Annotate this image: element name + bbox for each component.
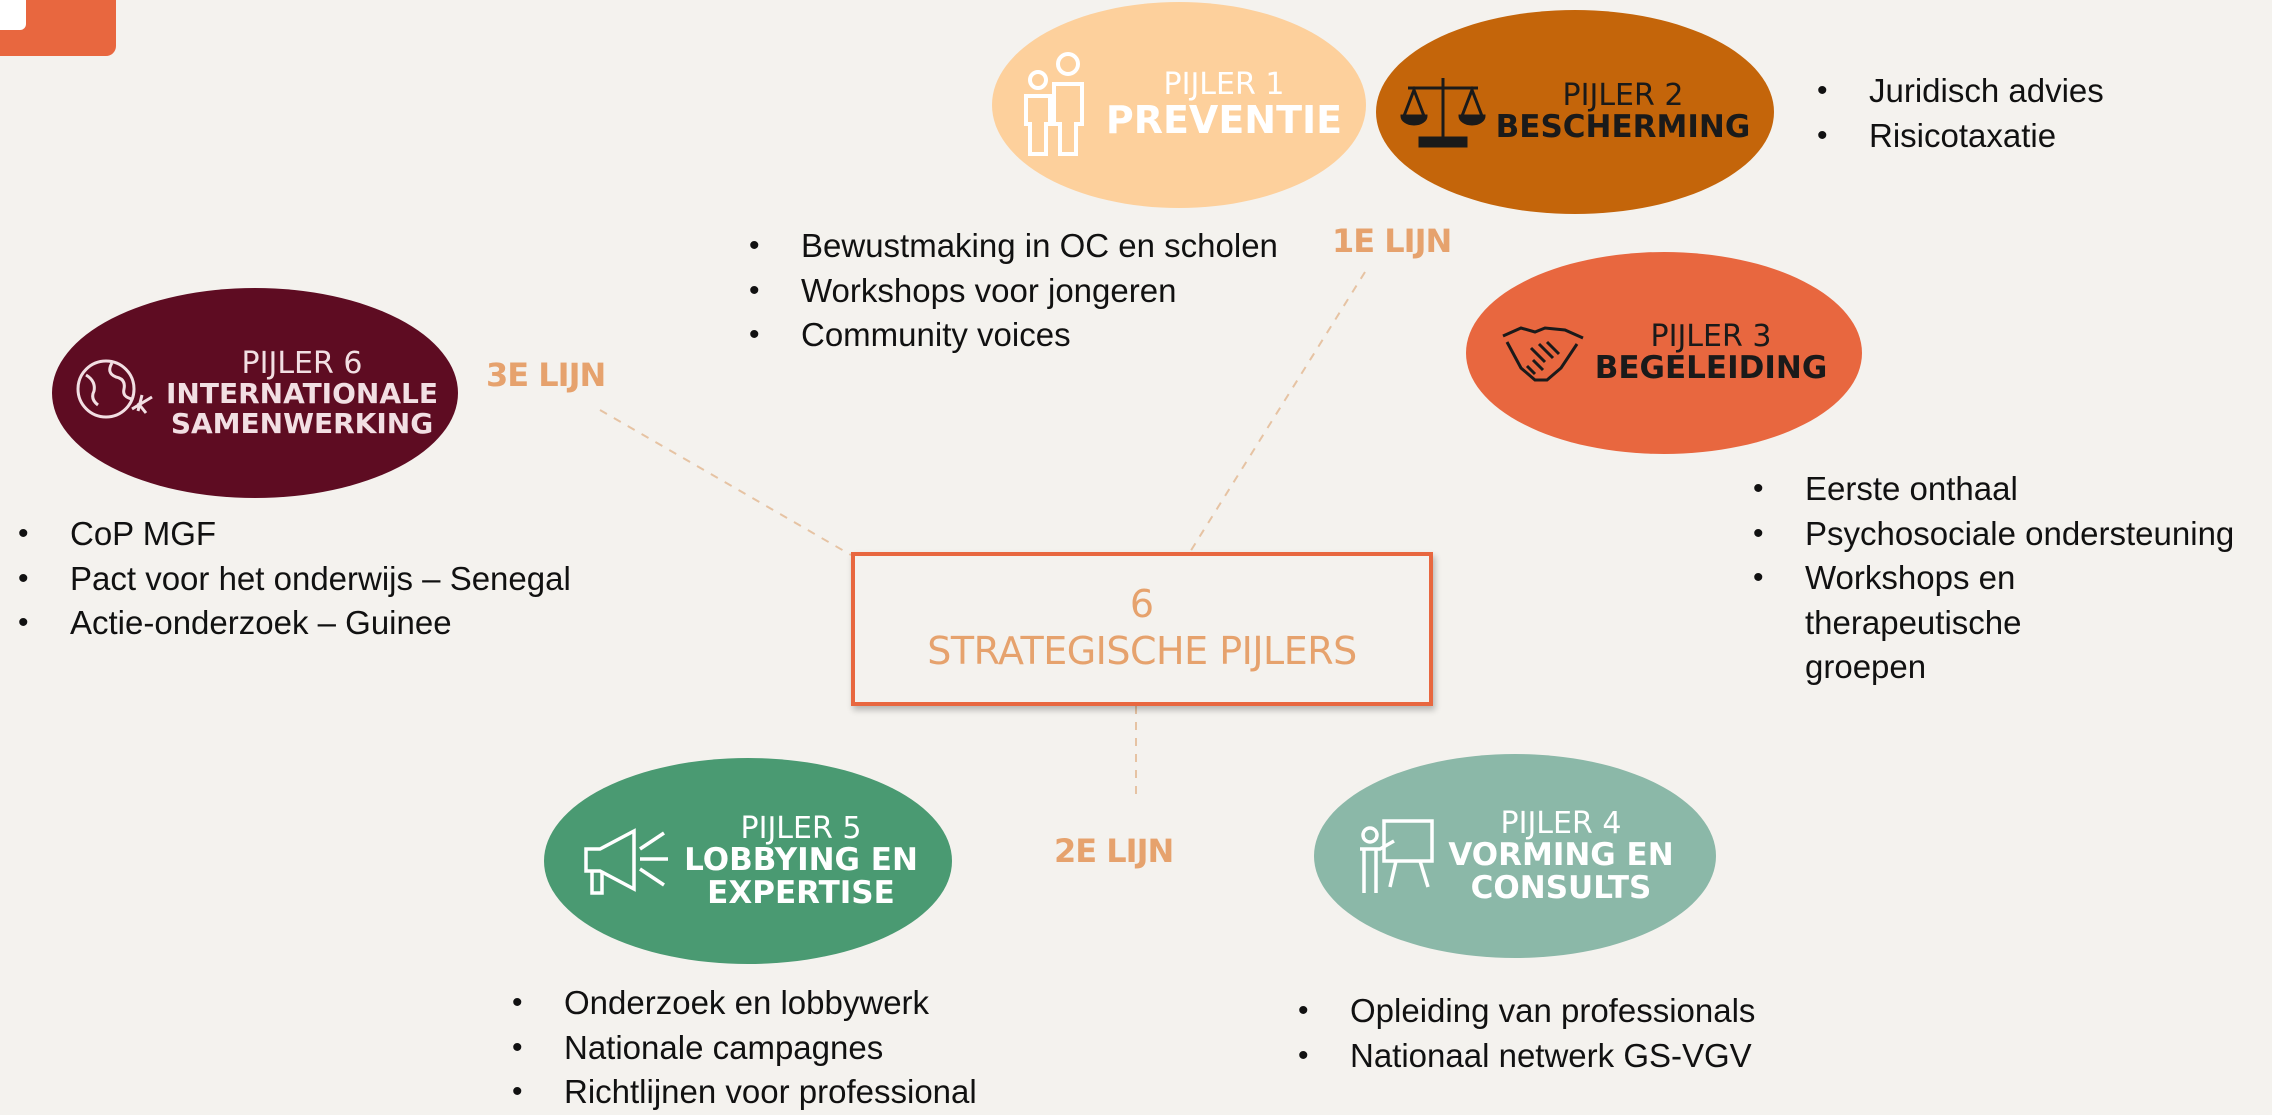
- list-item: Richtlijnen voor professional: [508, 1070, 977, 1115]
- pillar-5-items: Onderzoek en lobbywerk Nationale campagn…: [508, 981, 977, 1115]
- pillar-5-lobbying-en-expertise: PIJLER 5 LOBBYING EN EXPERTISE: [544, 758, 952, 964]
- pillar-4-items: Opleiding van professionals Nationaal ne…: [1294, 989, 1755, 1078]
- pillar-6-internationale-samenwerking: PIJLER 6 INTERNATIONALE SAMENWERKING: [52, 288, 458, 498]
- list-item: Risicotaxatie: [1813, 114, 2104, 159]
- center-title: STRATEGISCHE PIJLERS: [927, 629, 1357, 674]
- pillar-2-items: Juridisch advies Risicotaxatie: [1813, 69, 2104, 158]
- list-item: Actie-onderzoek – Guinee: [14, 601, 571, 646]
- presenter-icon: [1356, 815, 1438, 897]
- list-item: Psychosociale ondersteuning: [1749, 512, 2269, 557]
- list-item: Juridisch advies: [1813, 69, 2104, 114]
- line-label-1e-lijn: 1E LIJN: [1332, 222, 1452, 260]
- people-icon: [1016, 50, 1096, 160]
- list-item: Opleiding van professionals: [1294, 989, 1755, 1034]
- pillar-1-name: PREVENTIE: [1105, 97, 1343, 142]
- list-item: Bewustmaking in OC en scholen: [745, 224, 1278, 269]
- pillar-5-name-line2: EXPERTISE: [707, 874, 895, 911]
- pillar-6-name-line2: SAMENWERKING: [170, 406, 434, 440]
- connector-1e-lijn: [1189, 271, 1366, 553]
- line-label-2e-lijn: 2E LIJN: [1054, 832, 1174, 870]
- pillar-6-number: PIJLER 6: [241, 345, 363, 381]
- connector-3e-lijn: [599, 409, 852, 556]
- center-number: 6: [1129, 581, 1155, 626]
- list-item: Nationaal netwerk GS-VGV: [1294, 1034, 1755, 1079]
- pillar-5-number: PIJLER 5: [740, 810, 862, 846]
- pillar-1-number: PIJLER 1: [1163, 67, 1285, 103]
- pillar-2-number: PIJLER 2: [1562, 77, 1684, 113]
- pillar-6-name-line1: INTERNATIONALE: [166, 377, 438, 411]
- pillar-4-name-line1: VORMING EN: [1448, 837, 1674, 874]
- pillar-1-preventie: PIJLER 1 PREVENTIE: [992, 2, 1366, 208]
- list-item: Onderzoek en lobbywerk: [508, 981, 977, 1026]
- list-item: Nationale campagnes: [508, 1026, 977, 1071]
- pillar-4-vorming-en-consults: PIJLER 4 VORMING EN CONSULTS: [1314, 754, 1716, 958]
- pillar-4-name-line2: CONSULTS: [1470, 869, 1652, 906]
- scales-icon: [1400, 72, 1486, 152]
- corner-logo-mark: [0, 0, 116, 56]
- list-item: CoP MGF: [14, 512, 571, 557]
- pillar-2-bescherming: PIJLER 2 BESCHERMING: [1376, 10, 1774, 214]
- pillar-2-name: BESCHERMING: [1495, 109, 1751, 146]
- list-item: Workshops en therapeutische groepen: [1749, 556, 2115, 690]
- pillar-3-begeleiding: PIJLER 3 BEGELEIDING: [1466, 252, 1862, 454]
- globe-icon: [72, 355, 156, 431]
- pillar-3-number: PIJLER 3: [1650, 318, 1772, 354]
- pillar-4-number: PIJLER 4: [1500, 805, 1622, 841]
- pillar-5-name-line1: LOBBYING EN: [684, 842, 918, 879]
- list-item: Workshops voor jongeren: [745, 269, 1278, 314]
- list-item: Community voices: [745, 313, 1278, 358]
- pillar-6-items: CoP MGF Pact voor het onderwijs – Senega…: [14, 512, 571, 646]
- handshake-icon: [1501, 318, 1585, 388]
- pillar-3-items: Eerste onthaal Psychosociale ondersteuni…: [1749, 467, 2269, 690]
- center-strategic-pillars: 6 STRATEGISCHE PIJLERS: [851, 552, 1433, 706]
- list-item: Pact voor het onderwijs – Senegal: [14, 557, 571, 602]
- line-label-3e-lijn: 3E LIJN: [486, 356, 606, 394]
- megaphone-icon: [578, 823, 674, 899]
- pillar-3-name: BEGELEIDING: [1594, 350, 1828, 387]
- list-item: Eerste onthaal: [1749, 467, 2269, 512]
- pillar-1-items: Bewustmaking in OC en scholen Workshops …: [745, 224, 1278, 358]
